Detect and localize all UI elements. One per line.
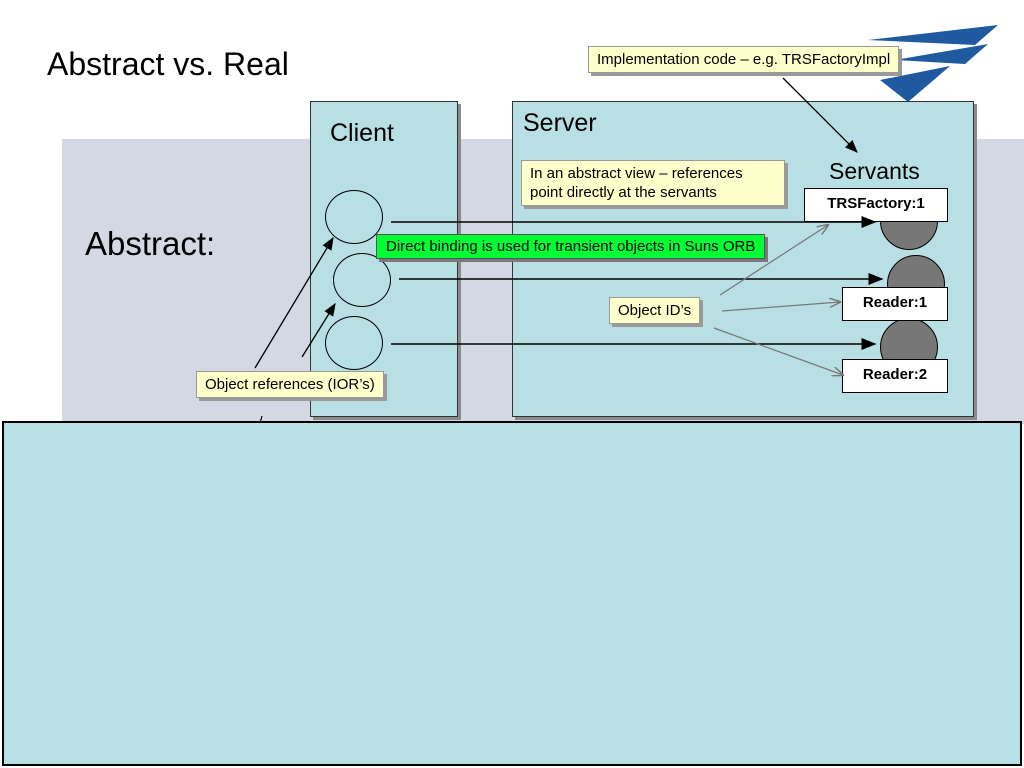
company-logo bbox=[868, 25, 998, 102]
object-reference-2 bbox=[333, 253, 391, 307]
real-view-panel bbox=[2, 421, 1022, 766]
section-label-abstract: Abstract: bbox=[85, 225, 216, 262]
client-box: Client bbox=[310, 101, 458, 417]
server-label: Server bbox=[523, 109, 597, 137]
oid-arrow-2 bbox=[721, 302, 840, 312]
object-reference-3 bbox=[325, 316, 383, 370]
note-abstract-view: In an abstract view – references point d… bbox=[521, 160, 785, 206]
note-object-ids: Object ID’s bbox=[609, 297, 701, 324]
client-label: Client bbox=[330, 119, 394, 147]
note-direct-binding: Direct binding is used for transient obj… bbox=[376, 234, 766, 259]
slide-title: Abstract vs. Real bbox=[47, 46, 289, 82]
oid-arrow-3 bbox=[713, 327, 843, 375]
oid-arrow-1 bbox=[719, 225, 828, 296]
note-object-references: Object references (IOR’s) bbox=[196, 371, 384, 398]
ior-arrow-2 bbox=[301, 302, 336, 358]
impl-arrow bbox=[782, 77, 858, 153]
servants-label: Servants bbox=[829, 158, 920, 184]
ior-arrow-1 bbox=[254, 236, 334, 369]
tag-reader-1: Reader:1 bbox=[842, 287, 948, 321]
note-implementation-code: Implementation code – e.g. TRSFactoryImp… bbox=[588, 46, 900, 73]
tag-reader-2: Reader:2 bbox=[842, 359, 948, 393]
object-reference-1 bbox=[325, 190, 383, 244]
